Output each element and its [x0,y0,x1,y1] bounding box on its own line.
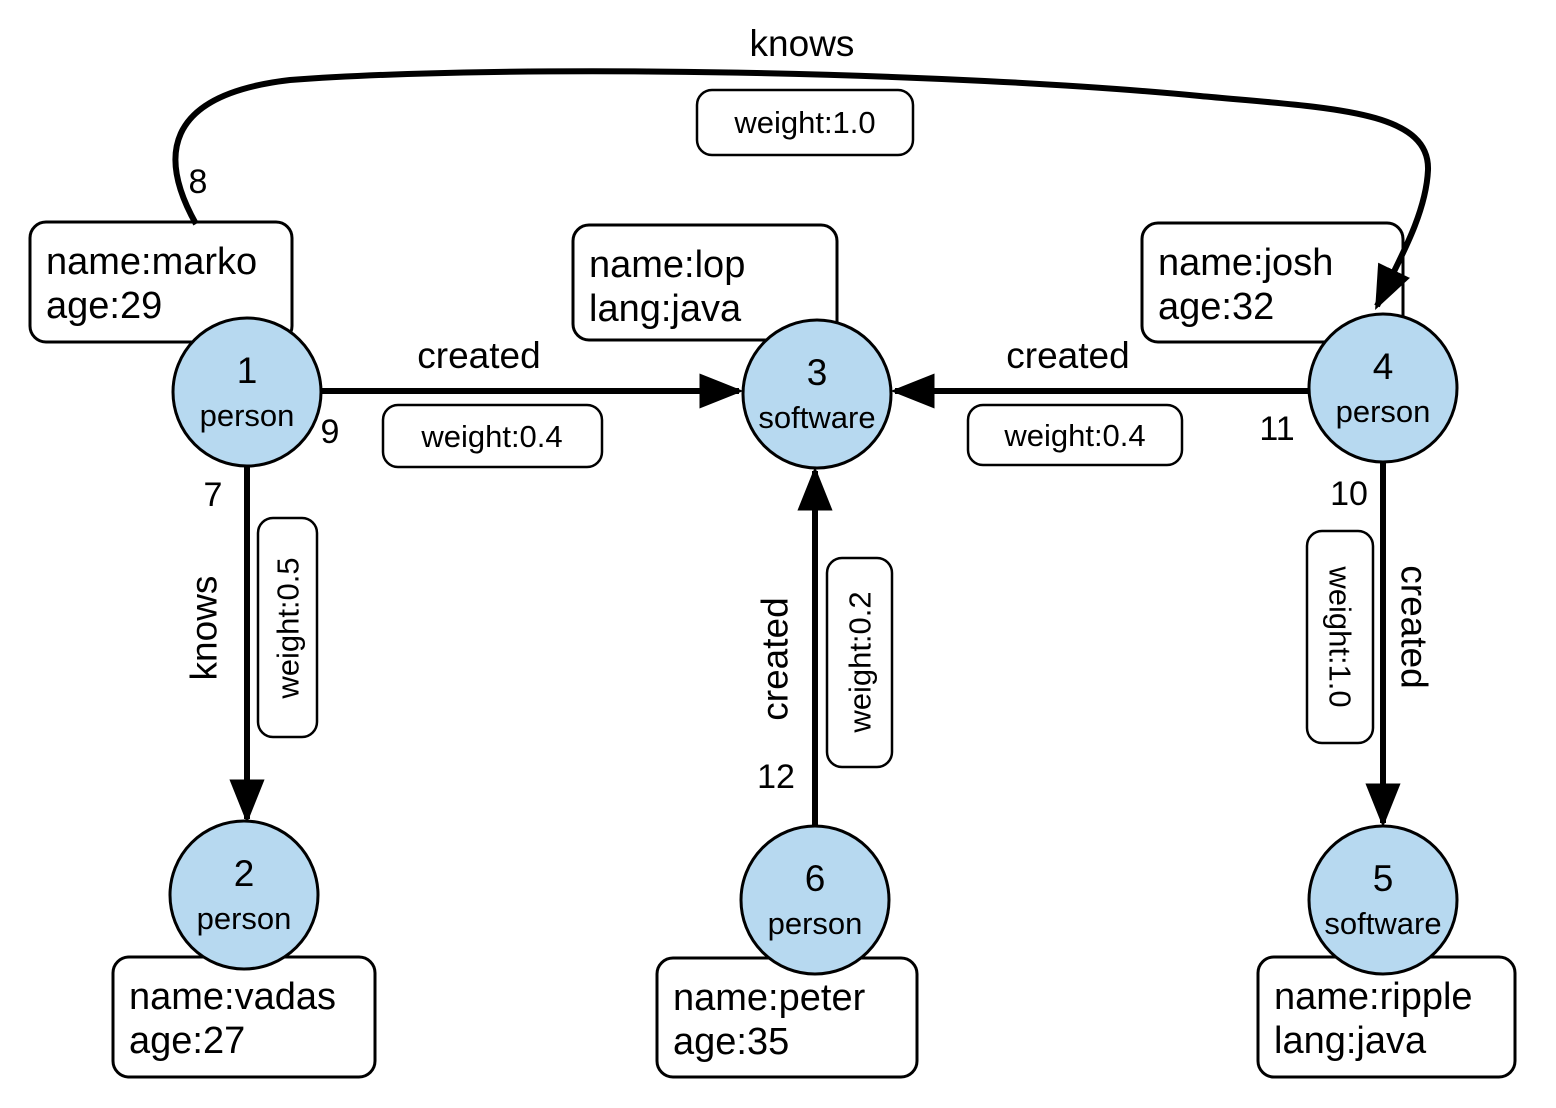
edge-10-created: created weight:1.0 10 [1305,462,1435,828]
node-4-prop-age: age:32 [1158,286,1274,328]
node-5-circle [1307,824,1459,976]
node-3-properties: name:lop lang:java [571,223,839,342]
node-3-type: software [758,400,875,435]
node-6-properties: name:peter age:35 [655,956,919,1079]
edge-10-id: 10 [1330,475,1368,513]
node-2-prop-name: name:vadas [129,976,336,1018]
node-6-id: 6 [805,858,826,899]
node-5-prop-lang: lang:java [1274,1020,1427,1062]
node-3-properties-box [571,223,839,342]
node-4-circle [1307,312,1459,464]
edge-8-knows: knows weight:1.0 8 [172,23,1432,310]
edge-7-knows: knows weight:0.5 7 [184,466,319,824]
edge-11-created: created weight:0.4 11 [890,335,1309,467]
node-1-properties: name:marko age:29 [28,220,294,344]
node-4-prop-name: name:josh [1158,242,1333,284]
node-5-type: software [1324,906,1441,941]
node-4-id: 4 [1373,346,1394,387]
edge-10-label: created [1394,565,1435,688]
node-5-prop-name: name:ripple [1274,976,1473,1018]
node-6-prop-name: name:peter [673,977,866,1019]
edge-8-weight-box [695,88,915,157]
node-3-prop-name: name:lop [589,244,745,286]
edge-12-id: 12 [757,758,795,796]
node-3-circle [741,318,893,470]
edge-8-weight-label: weight:1.0 [733,105,875,140]
edge-8-line [172,68,1432,310]
node-2-type: person [197,901,292,936]
node-1-properties-box [28,220,294,344]
node-2-id: 2 [234,853,255,894]
node-1: 1 person [171,316,323,468]
node-2-circle [168,819,320,971]
node-6-prop-age: age:35 [673,1021,789,1063]
edge-7-id: 7 [204,476,223,514]
node-6-circle [739,824,891,976]
edge-11-weight-box [966,403,1184,467]
edge-9-weight-label: weight:0.4 [420,419,562,454]
edge-9-weight-box [381,403,604,469]
node-1-id: 1 [237,350,258,391]
node-4-type: person [1336,394,1431,429]
edge-11-label: created [1006,335,1129,376]
edge-7-weight-box [256,516,319,739]
edge-10-weight-label: weight:1.0 [1323,565,1358,707]
edge-12-label: created [755,597,796,720]
edge-8-label: knows [750,23,855,64]
node-1-circle [171,316,323,468]
node-6: 6 person [739,824,891,976]
edge-9-label: created [417,335,540,376]
edge-10-weight-box [1305,529,1375,745]
node-3-prop-lang: lang:java [589,288,742,330]
node-3-id: 3 [807,352,828,393]
edge-9-created: created weight:0.4 9 [321,335,744,469]
edge-12-weight-box [825,556,894,769]
node-1-prop-age: age:29 [46,285,162,327]
edge-11-weight-label: weight:0.4 [1003,418,1145,453]
node-5-properties: name:ripple lang:java [1256,955,1517,1079]
node-4-properties: name:josh age:32 [1140,221,1405,344]
node-2-properties: name:vadas age:27 [111,955,377,1079]
edge-12-created: created weight:0.2 12 [755,466,894,825]
edge-8-id: 8 [189,163,208,201]
node-5-id: 5 [1373,858,1394,899]
node-2-prop-age: age:27 [129,1020,245,1062]
node-1-type: person [200,398,295,433]
edge-12-weight-label: weight:0.2 [843,591,878,733]
edge-9-id: 9 [321,413,340,451]
node-3: 3 software [741,318,893,470]
edge-7-weight-label: weight:0.5 [271,557,306,699]
node-2: 2 person [168,819,320,971]
node-4: 4 person [1307,312,1459,464]
edge-11-id: 11 [1259,410,1294,448]
node-6-type: person [768,906,863,941]
edge-7-label: knows [184,576,225,681]
node-1-prop-name: name:marko [46,241,257,283]
node-5: 5 software [1307,824,1459,976]
